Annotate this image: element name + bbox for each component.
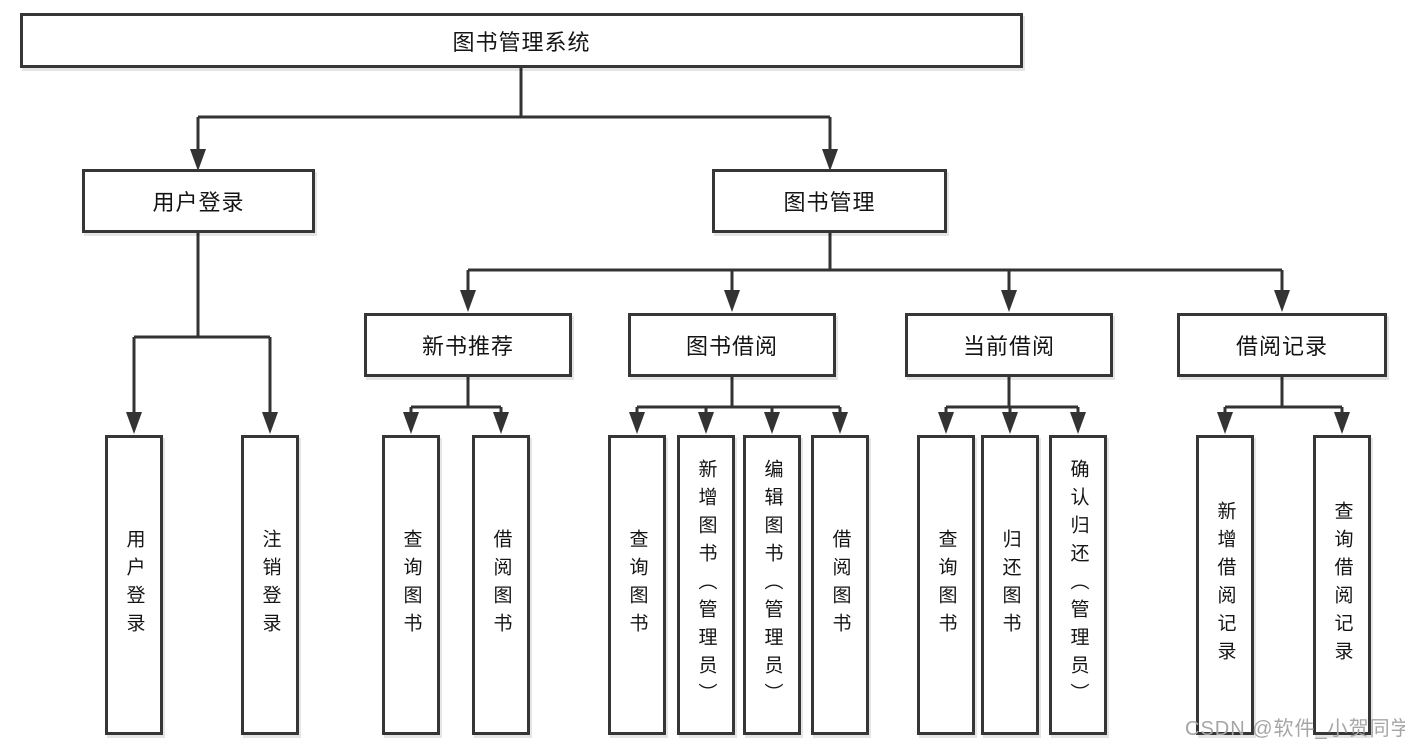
node-leaf-user-login: 用户登录 [105, 435, 163, 735]
node-current-borrow: 当前借阅 [905, 313, 1113, 377]
csdn-watermark: CSDN @软件_小贺同学 [1185, 718, 1405, 740]
node-leaf-cb-confirm-return-admin: 确认归还（管理员） [1049, 435, 1107, 735]
node-leaf-bb-borrow-book: 借阅图书 [811, 435, 869, 735]
leaf-label: 借阅图书 [490, 529, 512, 641]
leaf-label: 查询借阅记录 [1331, 501, 1353, 669]
leaf-label: 新增借阅记录 [1214, 501, 1236, 669]
node-new-book-recommend: 新书推荐 [364, 313, 572, 377]
leaf-label: 归还图书 [999, 529, 1021, 641]
leaf-label: 用户登录 [123, 529, 145, 641]
node-leaf-nb-query-book: 查询图书 [382, 435, 440, 735]
node-borrow-records: 借阅记录 [1177, 313, 1387, 377]
leaf-label: 新增图书（管理员） [695, 459, 717, 711]
node-leaf-nb-borrow-book: 借阅图书 [472, 435, 530, 735]
leaf-label: 查询图书 [400, 529, 422, 641]
leaf-label: 查询图书 [935, 529, 957, 641]
node-library-management-system: 图书管理系统 [20, 13, 1023, 68]
node-leaf-logout: 注销登录 [241, 435, 299, 735]
node-leaf-cb-query-book: 查询图书 [917, 435, 975, 735]
node-leaf-br-query-record: 查询借阅记录 [1313, 435, 1371, 735]
node-user-login: 用户登录 [82, 169, 315, 233]
leaf-label: 确认归还（管理员） [1067, 459, 1089, 711]
node-leaf-bb-edit-book-admin: 编辑图书（管理员） [743, 435, 801, 735]
leaf-label: 注销登录 [259, 529, 281, 641]
node-book-management: 图书管理 [712, 169, 947, 233]
leaf-label: 借阅图书 [829, 529, 851, 641]
node-leaf-cb-return-book: 归还图书 [981, 435, 1039, 735]
leaf-label: 编辑图书（管理员） [761, 459, 783, 711]
node-leaf-bb-query-book: 查询图书 [608, 435, 666, 735]
leaf-label: 查询图书 [626, 529, 648, 641]
node-leaf-br-add-record: 新增借阅记录 [1196, 435, 1254, 735]
node-book-borrow: 图书借阅 [628, 313, 836, 377]
node-leaf-bb-add-book-admin: 新增图书（管理员） [677, 435, 735, 735]
